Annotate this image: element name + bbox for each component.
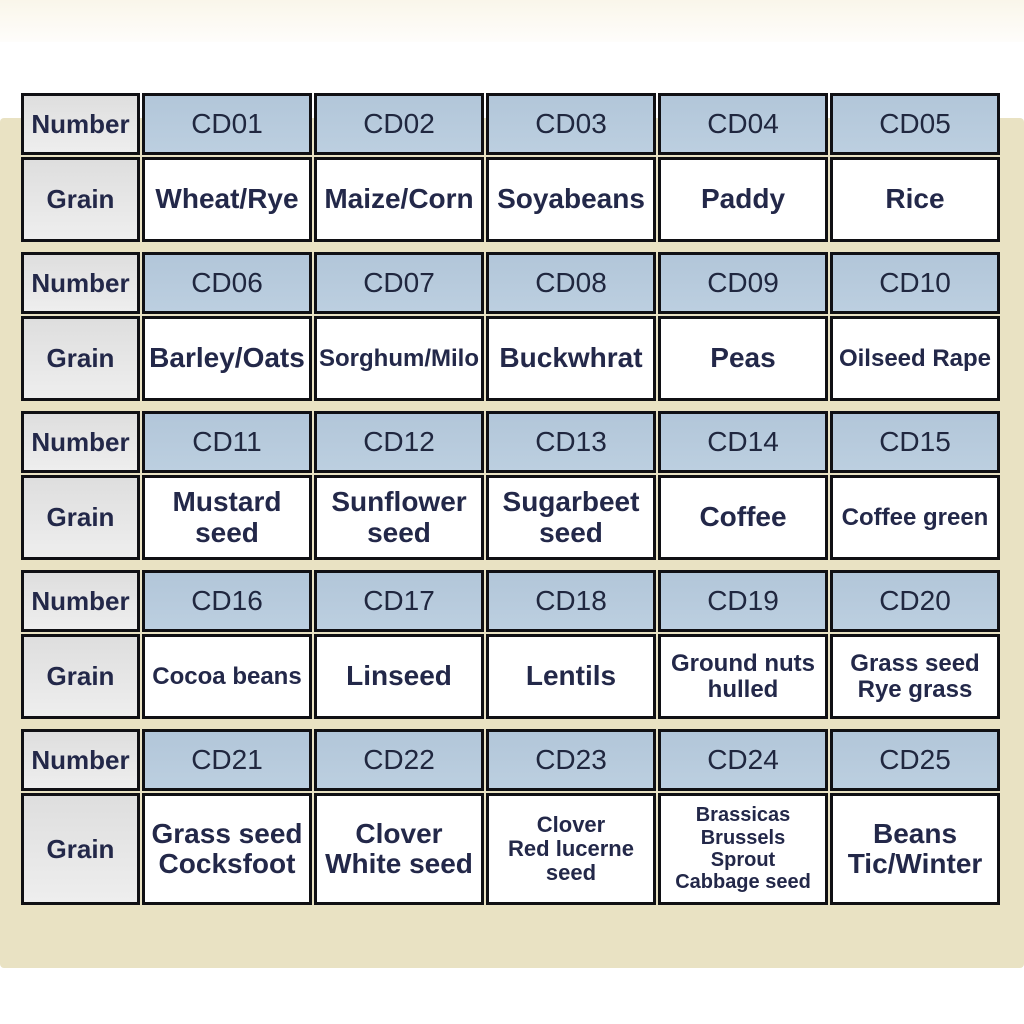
grain-cell: Barley/Oats xyxy=(142,316,312,401)
number-label-cell: Number xyxy=(21,411,140,473)
grain-cell: Brassicas Brussels Sprout Cabbage seed xyxy=(658,793,828,905)
code-cell: CD16 xyxy=(142,570,312,632)
code-cell: CD15 xyxy=(830,411,1000,473)
grain-cell: Coffee green xyxy=(830,475,1000,560)
number-label-cell: Number xyxy=(21,570,140,632)
grain-cell: Coffee xyxy=(658,475,828,560)
code-cell: CD09 xyxy=(658,252,828,314)
grain-cell: Mustard seed xyxy=(142,475,312,560)
grain-cell: Wheat/Rye xyxy=(142,157,312,242)
code-cell: CD11 xyxy=(142,411,312,473)
code-cell: CD07 xyxy=(314,252,484,314)
code-cell: CD05 xyxy=(830,93,1000,155)
grain-cell: Linseed xyxy=(314,634,484,719)
grain-cell: Clover Red lucerne seed xyxy=(486,793,656,905)
grain-label-cell: Grain xyxy=(21,793,140,905)
grain-cell: Oilseed Rape xyxy=(830,316,1000,401)
grain-cell: Ground nuts hulled xyxy=(658,634,828,719)
grain-label-cell: Grain xyxy=(21,316,140,401)
grain-label-cell: Grain xyxy=(21,475,140,560)
grain-cell: Grass seed Rye grass xyxy=(830,634,1000,719)
code-cell: CD25 xyxy=(830,729,1000,791)
grain-cell: Grass seed Cocksfoot xyxy=(142,793,312,905)
code-cell: CD24 xyxy=(658,729,828,791)
code-cell: CD17 xyxy=(314,570,484,632)
code-cell: CD06 xyxy=(142,252,312,314)
number-label-cell: Number xyxy=(21,252,140,314)
code-cell: CD22 xyxy=(314,729,484,791)
number-label-cell: Number xyxy=(21,729,140,791)
grain-cell: Clover White seed xyxy=(314,793,484,905)
code-cell: CD04 xyxy=(658,93,828,155)
code-cell: CD02 xyxy=(314,93,484,155)
grain-label-cell: Grain xyxy=(21,634,140,719)
grain-cell: Soyabeans xyxy=(486,157,656,242)
grain-cell: Lentils xyxy=(486,634,656,719)
code-cell: CD14 xyxy=(658,411,828,473)
grain-cell: Beans Tic/Winter xyxy=(830,793,1000,905)
number-label-cell: Number xyxy=(21,93,140,155)
code-cell: CD23 xyxy=(486,729,656,791)
top-background-band xyxy=(0,0,1024,42)
grain-label-cell: Grain xyxy=(21,157,140,242)
grain-cell: Sunflower seed xyxy=(314,475,484,560)
grain-cell: Rice xyxy=(830,157,1000,242)
code-cell: CD03 xyxy=(486,93,656,155)
grain-cell: Paddy xyxy=(658,157,828,242)
grain-cell: Maize/Corn xyxy=(314,157,484,242)
code-cell: CD12 xyxy=(314,411,484,473)
code-cell: CD10 xyxy=(830,252,1000,314)
grain-cell: Peas xyxy=(658,316,828,401)
code-cell: CD13 xyxy=(486,411,656,473)
code-cell: CD19 xyxy=(658,570,828,632)
grain-cell: Cocoa beans xyxy=(142,634,312,719)
grain-cell: Sugarbeet seed xyxy=(486,475,656,560)
code-cell: CD21 xyxy=(142,729,312,791)
grain-cell: Buckwhrat xyxy=(486,316,656,401)
code-cell: CD01 xyxy=(142,93,312,155)
code-cell: CD18 xyxy=(486,570,656,632)
code-cell: CD08 xyxy=(486,252,656,314)
grain-cell: Sorghum/Milo xyxy=(314,316,484,401)
code-cell: CD20 xyxy=(830,570,1000,632)
